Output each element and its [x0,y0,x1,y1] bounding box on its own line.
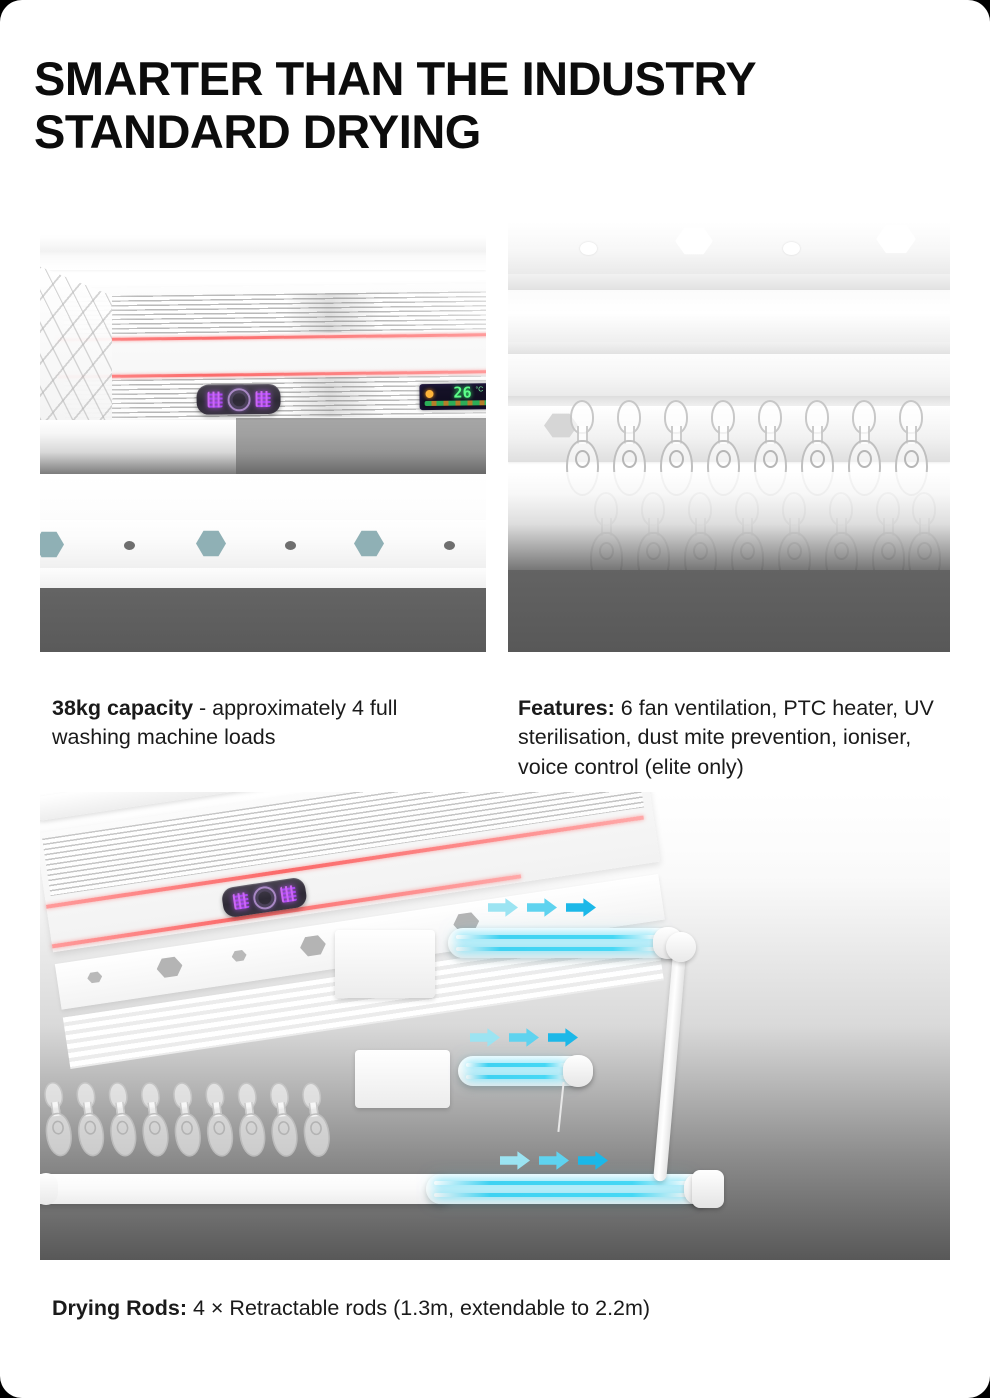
drying-rod-bottom-base [40,1173,454,1205]
airflow-arrow-icon [500,1151,530,1170]
uv-lamp-icon [231,891,250,911]
hanging-clip [265,1081,301,1159]
capacity-caption: 38kg capacity - approximately 4 full was… [52,694,482,753]
features-caption-text: 6 fan ventilation, PTC heater, UV steril… [518,695,934,779]
rail-hex-slot-icon [876,224,916,254]
hanging-clip [72,1080,107,1158]
rail-hole-icon [580,242,597,255]
rod-end-cap [563,1055,593,1087]
uv-light-strip [456,947,657,951]
drying-rods-photo [40,792,950,1260]
ioniser-pod [220,876,309,919]
hex-vent-icon [155,954,184,980]
hex-vent-rail [40,520,486,568]
airflow-arrow-icon [509,1028,539,1047]
vent-louvres [42,792,645,897]
airflow-arrow-icon [548,1028,578,1047]
upper-rail [508,222,950,274]
vent-hole-icon [124,541,135,550]
capacity-photo: 26 °C [40,222,486,652]
vent-louvres-upper [63,291,486,337]
rail-shadow [508,396,950,406]
hex-vent-icon [354,530,384,557]
drying-rod-bottom [426,1173,714,1205]
uv-light-strip [466,1063,567,1067]
rods-caption: Drying Rods: 4 × Retractable rods (1.3m,… [52,1294,932,1324]
capacity-caption-text: - approximately 4 full washing machine l… [52,695,398,750]
uv-light-strip [434,1193,688,1197]
linkage-pivot-top [666,932,696,962]
hanging-clip [169,1081,204,1159]
uv-lamp-icon [206,391,223,408]
rail-shadow [508,274,950,290]
vent-hole-icon [285,541,296,550]
hex-vent-icon [40,531,64,558]
photo-floor-dark [508,570,950,652]
status-strip [424,400,486,407]
drying-rod-middle [458,1055,593,1087]
lower-rail [508,354,950,398]
photo-gradient [508,472,950,572]
features-caption-label: Features: [518,695,615,720]
airflow-arrow-icon [470,1028,500,1047]
airflow-arrow-icon [539,1151,569,1170]
vent-hole-icon [444,541,455,550]
rail-shadow [508,342,950,354]
hanging-clip [233,1081,268,1159]
rod-mount-bracket [335,930,435,998]
airflow-arrow-icon [578,1151,608,1170]
photo-white-band [40,474,486,522]
hex-vent-icon [298,933,327,959]
uv-lamp-icon [279,884,297,903]
photo-floor-dark [40,588,486,652]
features-caption: Features: 6 fan ventilation, PTC heater,… [518,694,958,783]
hanging-clip [136,1081,172,1159]
vent-hole-icon [86,970,103,984]
uv-light-strip [466,1075,567,1079]
hex-vent-icon [196,530,226,557]
rail-hole-icon [783,242,800,255]
airflow-arrow-icon [566,898,596,917]
fan-ring-icon [226,387,251,411]
rod-end-cap [40,1173,58,1205]
airflow-arrows-middle [470,1027,578,1048]
uv-lamp-icon [254,390,271,408]
rods-caption-label: Drying Rods: [52,1295,187,1320]
rod-mount-bracket [355,1050,450,1108]
temperature-unit: °C [475,386,484,394]
ceiling-rail-top [40,236,486,270]
temperature-value: 26 [453,383,472,402]
rail-underside [40,568,486,590]
linkage-pivot-bottom [692,1170,724,1208]
capacity-caption-label: 38kg capacity [52,695,194,720]
rail-hex-slot-icon [544,413,578,438]
uv-light-strip [434,1181,688,1185]
airflow-arrows-top [488,897,596,918]
features-photo [508,222,950,652]
airflow-arrow-icon [488,898,518,917]
rods-caption-text: 4 × Retractable rods (1.3m, extendable t… [186,1295,651,1320]
hanging-clip [40,1080,75,1158]
drying-rod-top [448,927,683,959]
middle-rail [508,290,950,342]
rail-hex-slot-icon [675,227,713,255]
hanging-clip [201,1081,236,1159]
hanging-clip [104,1080,139,1158]
airflow-arrows-bottom [500,1150,608,1171]
photo-shadow-mid [236,418,486,476]
uv-light-strip [456,935,657,939]
temperature-display: 26 °C [419,383,486,411]
heater-icon [425,389,434,399]
airflow-arrow-icon [527,898,557,917]
page-title: SMARTER THAN THE INDUSTRY STANDARD DRYIN… [34,52,756,159]
vent-hole-icon [231,949,248,963]
ioniser-pod [196,383,281,415]
fan-ring-icon [251,884,278,911]
